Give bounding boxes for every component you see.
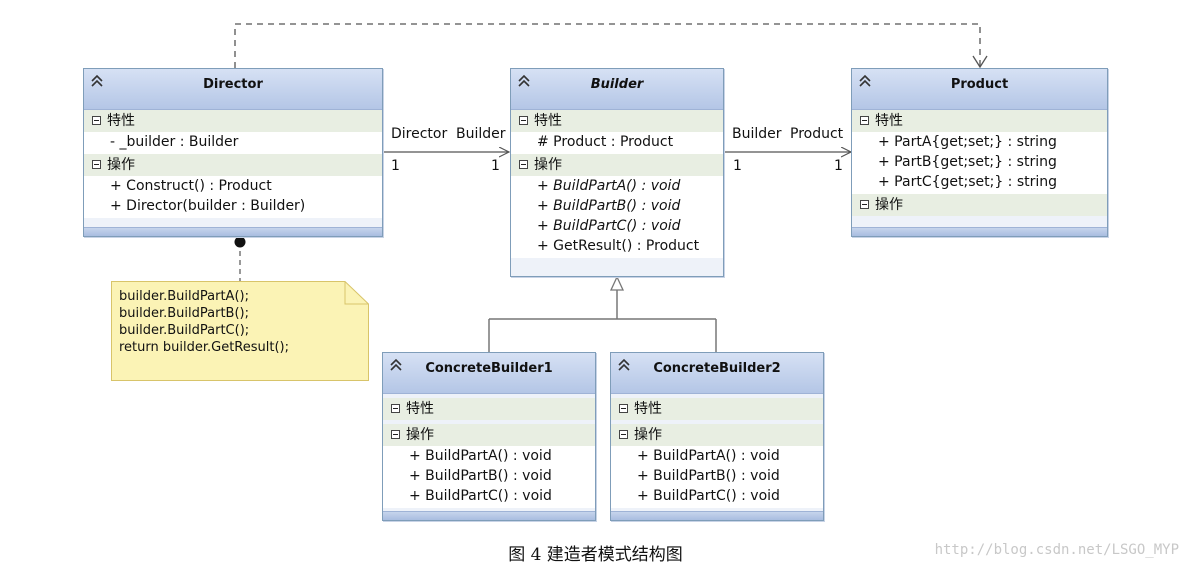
collapse-chevron-icon[interactable] xyxy=(517,74,531,88)
section-label: 特性 xyxy=(634,401,662,417)
operation-item: + Construct() : Product xyxy=(110,178,272,194)
class-concrete-builder-1[interactable]: ConcreteBuilder1 特性 操作 + BuildPartA() : … xyxy=(382,352,596,521)
code-note[interactable]: builder.BuildPartA(); builder.BuildPartB… xyxy=(111,281,369,381)
builder-multiplicity: 1 xyxy=(491,158,500,174)
section-label: 操作 xyxy=(534,157,562,173)
attributes-section-header[interactable]: 特性 xyxy=(511,110,723,132)
attribute-item: + PartC{get;set;} : string xyxy=(878,174,1058,190)
class-footer xyxy=(84,227,382,236)
collapse-minus-icon[interactable] xyxy=(391,403,400,413)
note-body xyxy=(111,281,369,381)
abstract-operation-item: + BuildPartA() : void xyxy=(537,178,681,194)
section-label: 特性 xyxy=(534,113,562,129)
class-product[interactable]: Product 特性 + PartA{get;set;} : string + … xyxy=(851,68,1108,237)
section-label: 特性 xyxy=(875,113,903,129)
attributes-section-header[interactable]: 特性 xyxy=(84,110,382,132)
class-director[interactable]: Director 特性 - _builder : Builder 操作 + Co… xyxy=(83,68,383,237)
operation-item: + BuildPartA() : void xyxy=(409,448,552,464)
collapse-chevron-icon[interactable] xyxy=(858,74,872,88)
attributes-list: # Product : Product xyxy=(511,132,723,154)
attributes-list: + PartA{get;set;} : string + PartB{get;s… xyxy=(852,132,1107,194)
operation-item: + BuildPartA() : void xyxy=(637,448,780,464)
builder-multiplicity: 1 xyxy=(733,158,742,174)
collapse-minus-icon[interactable] xyxy=(519,159,528,169)
product-role-label: Product xyxy=(790,126,844,142)
attribute-item: - _builder : Builder xyxy=(110,134,239,150)
collapse-chevron-icon[interactable] xyxy=(389,358,403,372)
collapse-minus-icon[interactable] xyxy=(92,115,101,125)
collapse-minus-icon[interactable] xyxy=(92,159,101,169)
class-header: Product xyxy=(852,69,1107,110)
operations-section-header[interactable]: 操作 xyxy=(611,424,823,446)
class-footer xyxy=(383,511,595,520)
watermark: http://blog.csdn.net/LSGO_MYP xyxy=(934,542,1179,558)
note-anchor-dot xyxy=(234,236,246,248)
class-header: Builder xyxy=(511,69,723,110)
operation-item: + GetResult() : Product xyxy=(537,238,700,254)
operations-list: + Construct() : Product + Director(build… xyxy=(84,176,382,218)
figure-caption: 图 4 建造者模式结构图 xyxy=(508,545,683,565)
note-shape xyxy=(111,281,369,381)
class-name: Director xyxy=(203,77,263,92)
collapse-minus-icon[interactable] xyxy=(391,429,400,439)
builder-role-label: Builder xyxy=(456,126,506,142)
abstract-operation-item: + BuildPartB() : void xyxy=(537,198,681,214)
dependency-arrowhead xyxy=(972,55,988,69)
product-multiplicity: 1 xyxy=(834,158,843,174)
collapse-chevron-icon[interactable] xyxy=(617,358,631,372)
note-fold xyxy=(344,281,369,305)
attributes-list: - _builder : Builder xyxy=(84,132,382,154)
collapse-minus-icon[interactable] xyxy=(860,199,869,209)
class-footer xyxy=(611,511,823,520)
collapse-minus-icon[interactable] xyxy=(619,429,628,439)
section-label: 特性 xyxy=(107,113,135,129)
generalization-triangle xyxy=(609,275,625,291)
class-name: Product xyxy=(950,77,1009,92)
attribute-item: # Product : Product xyxy=(537,134,674,150)
class-header: ConcreteBuilder2 xyxy=(611,353,823,394)
operation-item: + Director(builder : Builder) xyxy=(110,198,306,214)
director-role-label: Director xyxy=(391,126,448,142)
operations-section-header[interactable]: 操作 xyxy=(852,194,1107,216)
attributes-section-header[interactable]: 特性 xyxy=(383,398,595,420)
abstract-operation-item: + BuildPartC() : void xyxy=(537,218,681,234)
operation-item: + BuildPartC() : void xyxy=(409,488,552,504)
attribute-item: + PartB{get;set;} : string xyxy=(878,154,1057,170)
class-header: ConcreteBuilder1 xyxy=(383,353,595,394)
class-footer xyxy=(852,227,1107,236)
class-name: Builder xyxy=(590,77,644,92)
section-label: 操作 xyxy=(406,427,434,443)
operation-item: + BuildPartB() : void xyxy=(637,468,780,484)
attributes-section-header[interactable]: 特性 xyxy=(852,110,1107,132)
operations-section-header[interactable]: 操作 xyxy=(84,154,382,176)
operation-item: + BuildPartC() : void xyxy=(637,488,780,504)
operations-list: + BuildPartA() : void + BuildPartB() : v… xyxy=(611,446,823,508)
attribute-item: + PartA{get;set;} : string xyxy=(878,134,1057,150)
collapse-minus-icon[interactable] xyxy=(619,403,628,413)
operations-section-header[interactable]: 操作 xyxy=(383,424,595,446)
class-name: ConcreteBuilder1 xyxy=(425,361,553,376)
class-builder[interactable]: Builder 特性 # Product : Product 操作 + Buil… xyxy=(510,68,724,277)
operations-section-header[interactable]: 操作 xyxy=(511,154,723,176)
attributes-section-header[interactable]: 特性 xyxy=(611,398,823,420)
section-label: 特性 xyxy=(406,401,434,417)
collapse-chevron-icon[interactable] xyxy=(90,74,104,88)
operations-list: + BuildPartA() : void + BuildPartB() : v… xyxy=(511,176,723,258)
collapse-minus-icon[interactable] xyxy=(519,115,528,125)
class-header: Director xyxy=(84,69,382,110)
section-label: 操作 xyxy=(107,157,135,173)
note-text: builder.BuildPartA(); builder.BuildPartB… xyxy=(119,289,289,355)
dependency-line xyxy=(234,23,981,68)
operations-list: + BuildPartA() : void + BuildPartB() : v… xyxy=(383,446,595,508)
director-multiplicity: 1 xyxy=(391,158,400,174)
collapse-minus-icon[interactable] xyxy=(860,115,869,125)
operation-item: + BuildPartB() : void xyxy=(409,468,552,484)
section-label: 操作 xyxy=(875,197,903,213)
class-concrete-builder-2[interactable]: ConcreteBuilder2 特性 操作 + BuildPartA() : … xyxy=(610,352,824,521)
builder-role-label: Builder xyxy=(732,126,782,142)
class-name: ConcreteBuilder2 xyxy=(653,361,781,376)
section-label: 操作 xyxy=(634,427,662,443)
